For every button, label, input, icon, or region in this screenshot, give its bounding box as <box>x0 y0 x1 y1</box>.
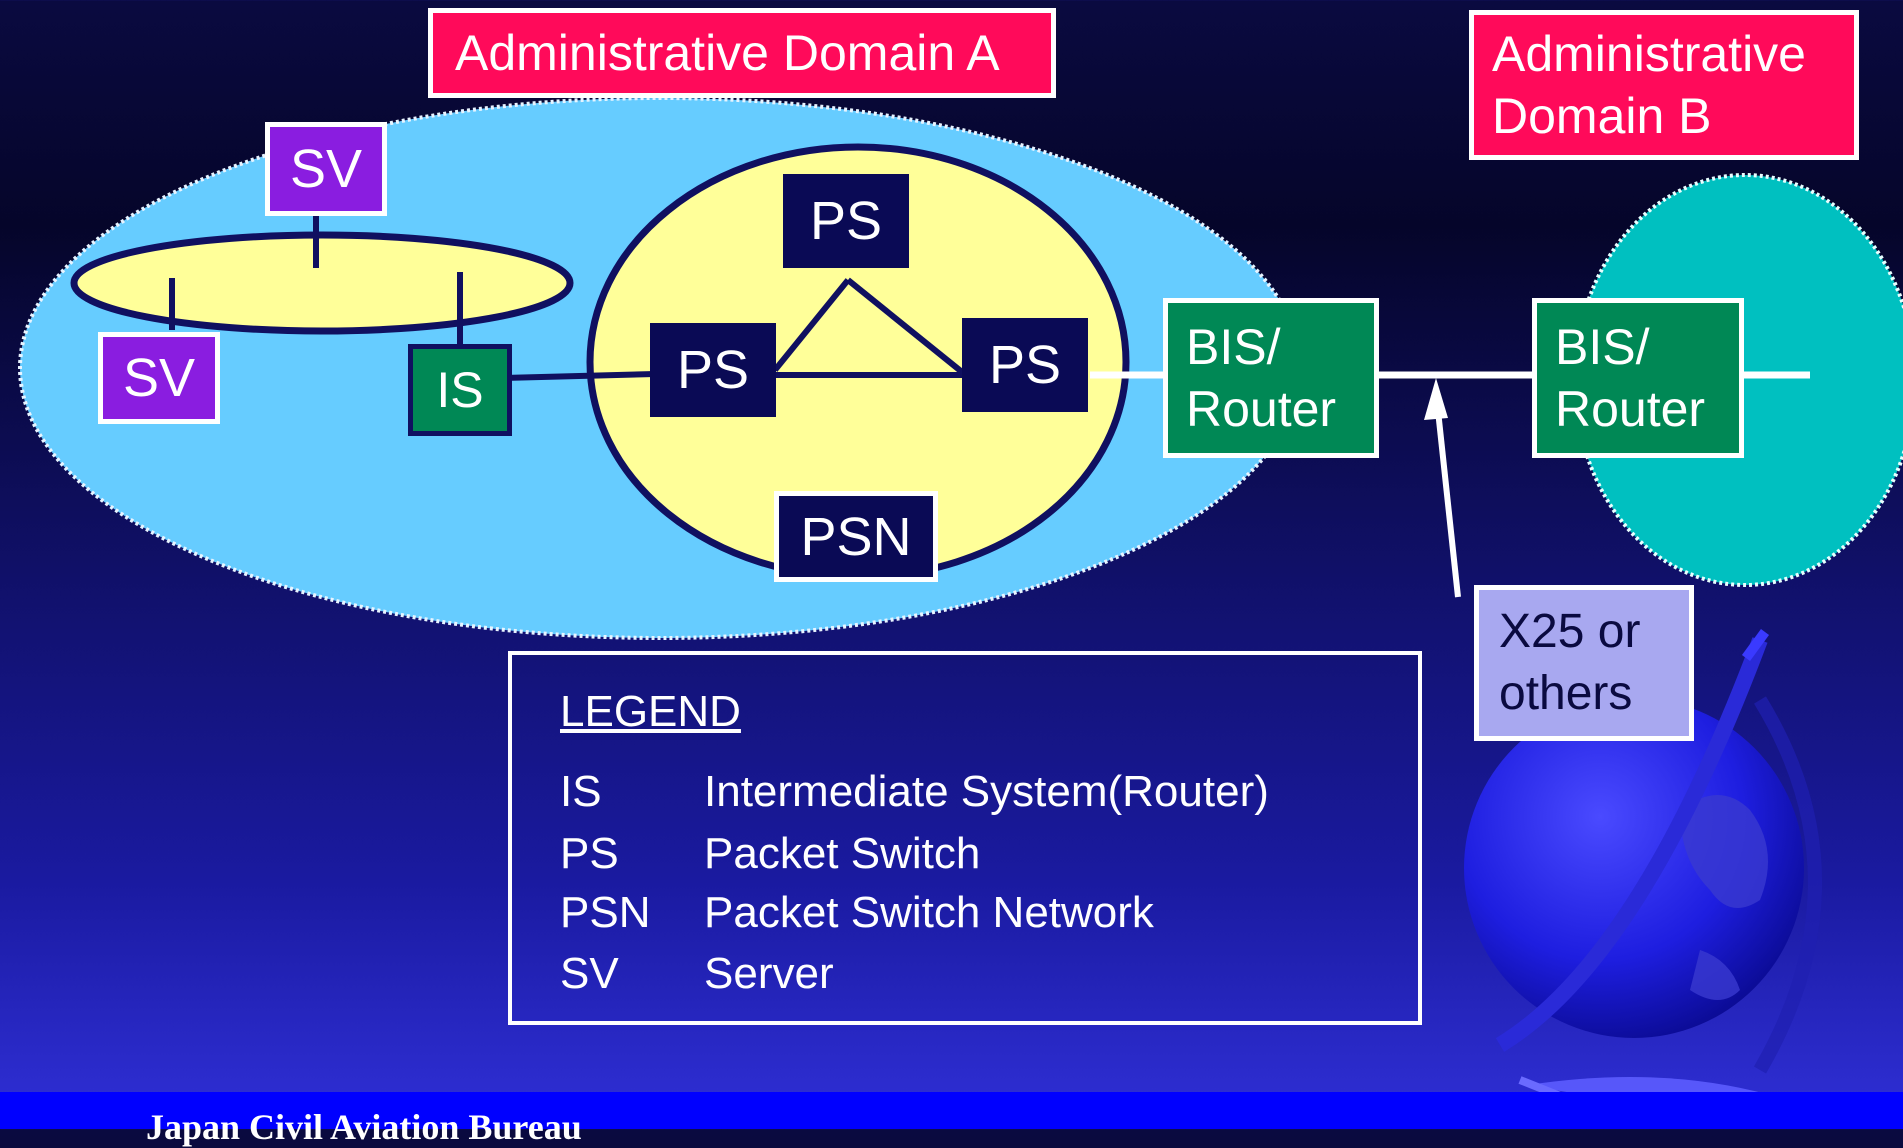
legend-abbr: PS <box>560 829 619 878</box>
legend-row-is: IS Intermediate System(Router) <box>560 767 1269 817</box>
server-lan-ring <box>70 231 574 335</box>
packet-switch-left[interactable]: PS <box>650 323 776 417</box>
intermediate-system-label: IS <box>436 362 484 418</box>
server-node-top[interactable]: SV <box>265 122 387 216</box>
bis-router-a[interactable]: BIS/ Router <box>1163 298 1379 458</box>
domain-b-label: Administrative Domain B <box>1469 10 1859 160</box>
legend-abbr: IS <box>560 767 602 816</box>
x25-link-label: X25 or others <box>1474 585 1694 741</box>
footer-text: Japan Civil Aviation Bureau <box>146 1107 582 1147</box>
packet-switch-right[interactable]: PS <box>962 318 1088 412</box>
intermediate-system-node[interactable]: IS <box>408 344 512 436</box>
footer-bar <box>0 1092 1903 1129</box>
psn-label-text: PSN <box>800 506 912 567</box>
legend-desc: Packet Switch Network <box>704 888 1154 937</box>
bis-router-b-line1: BIS/ <box>1555 319 1650 375</box>
x25-link-label-line2: others <box>1499 667 1633 720</box>
packet-switch-top[interactable]: PS <box>783 174 909 268</box>
bis-router-a-line2: Router <box>1186 381 1337 437</box>
legend-row-ps: PS Packet Switch <box>560 829 980 879</box>
bis-router-a-line1: BIS/ <box>1186 319 1281 375</box>
x25-pointer-line <box>1433 391 1461 598</box>
x25-pointer-arrowhead <box>1424 378 1448 420</box>
packet-switch-left-label: PS <box>676 340 750 400</box>
legend-desc: Server <box>704 949 834 998</box>
server-node-left[interactable]: SV <box>98 332 220 424</box>
packet-switch-right-label: PS <box>988 335 1062 395</box>
domain-b-label-line2: Domain B <box>1492 88 1712 144</box>
legend-abbr: SV <box>560 949 619 998</box>
packet-switch-top-label: PS <box>809 191 883 251</box>
legend-abbr: PSN <box>560 888 651 937</box>
domain-a-label: Administrative Domain A <box>428 8 1056 98</box>
psn-label: PSN <box>774 491 938 582</box>
ps-triangle-left <box>772 278 851 372</box>
legend-row-sv: SV Server <box>560 949 834 999</box>
domain-a-label-text: Administrative Domain A <box>455 25 1000 81</box>
legend-desc: Intermediate System(Router) <box>704 767 1269 816</box>
legend-row-psn: PSN Packet Switch Network <box>560 888 1154 938</box>
bis-router-b-line2: Router <box>1555 381 1706 437</box>
ps-triangle-right <box>846 277 964 375</box>
domain-b-label-line1: Administrative <box>1492 26 1806 82</box>
x25-link-label-line1: X25 or <box>1499 605 1641 658</box>
legend-desc: Packet Switch <box>704 829 981 878</box>
server-node-left-label: SV <box>122 348 196 408</box>
bis-router-b[interactable]: BIS/ Router <box>1532 298 1744 458</box>
is-ps-link <box>504 371 656 381</box>
server-node-top-label: SV <box>289 139 363 199</box>
legend-title: LEGEND <box>560 687 741 736</box>
globe-icon <box>1464 629 1822 1104</box>
